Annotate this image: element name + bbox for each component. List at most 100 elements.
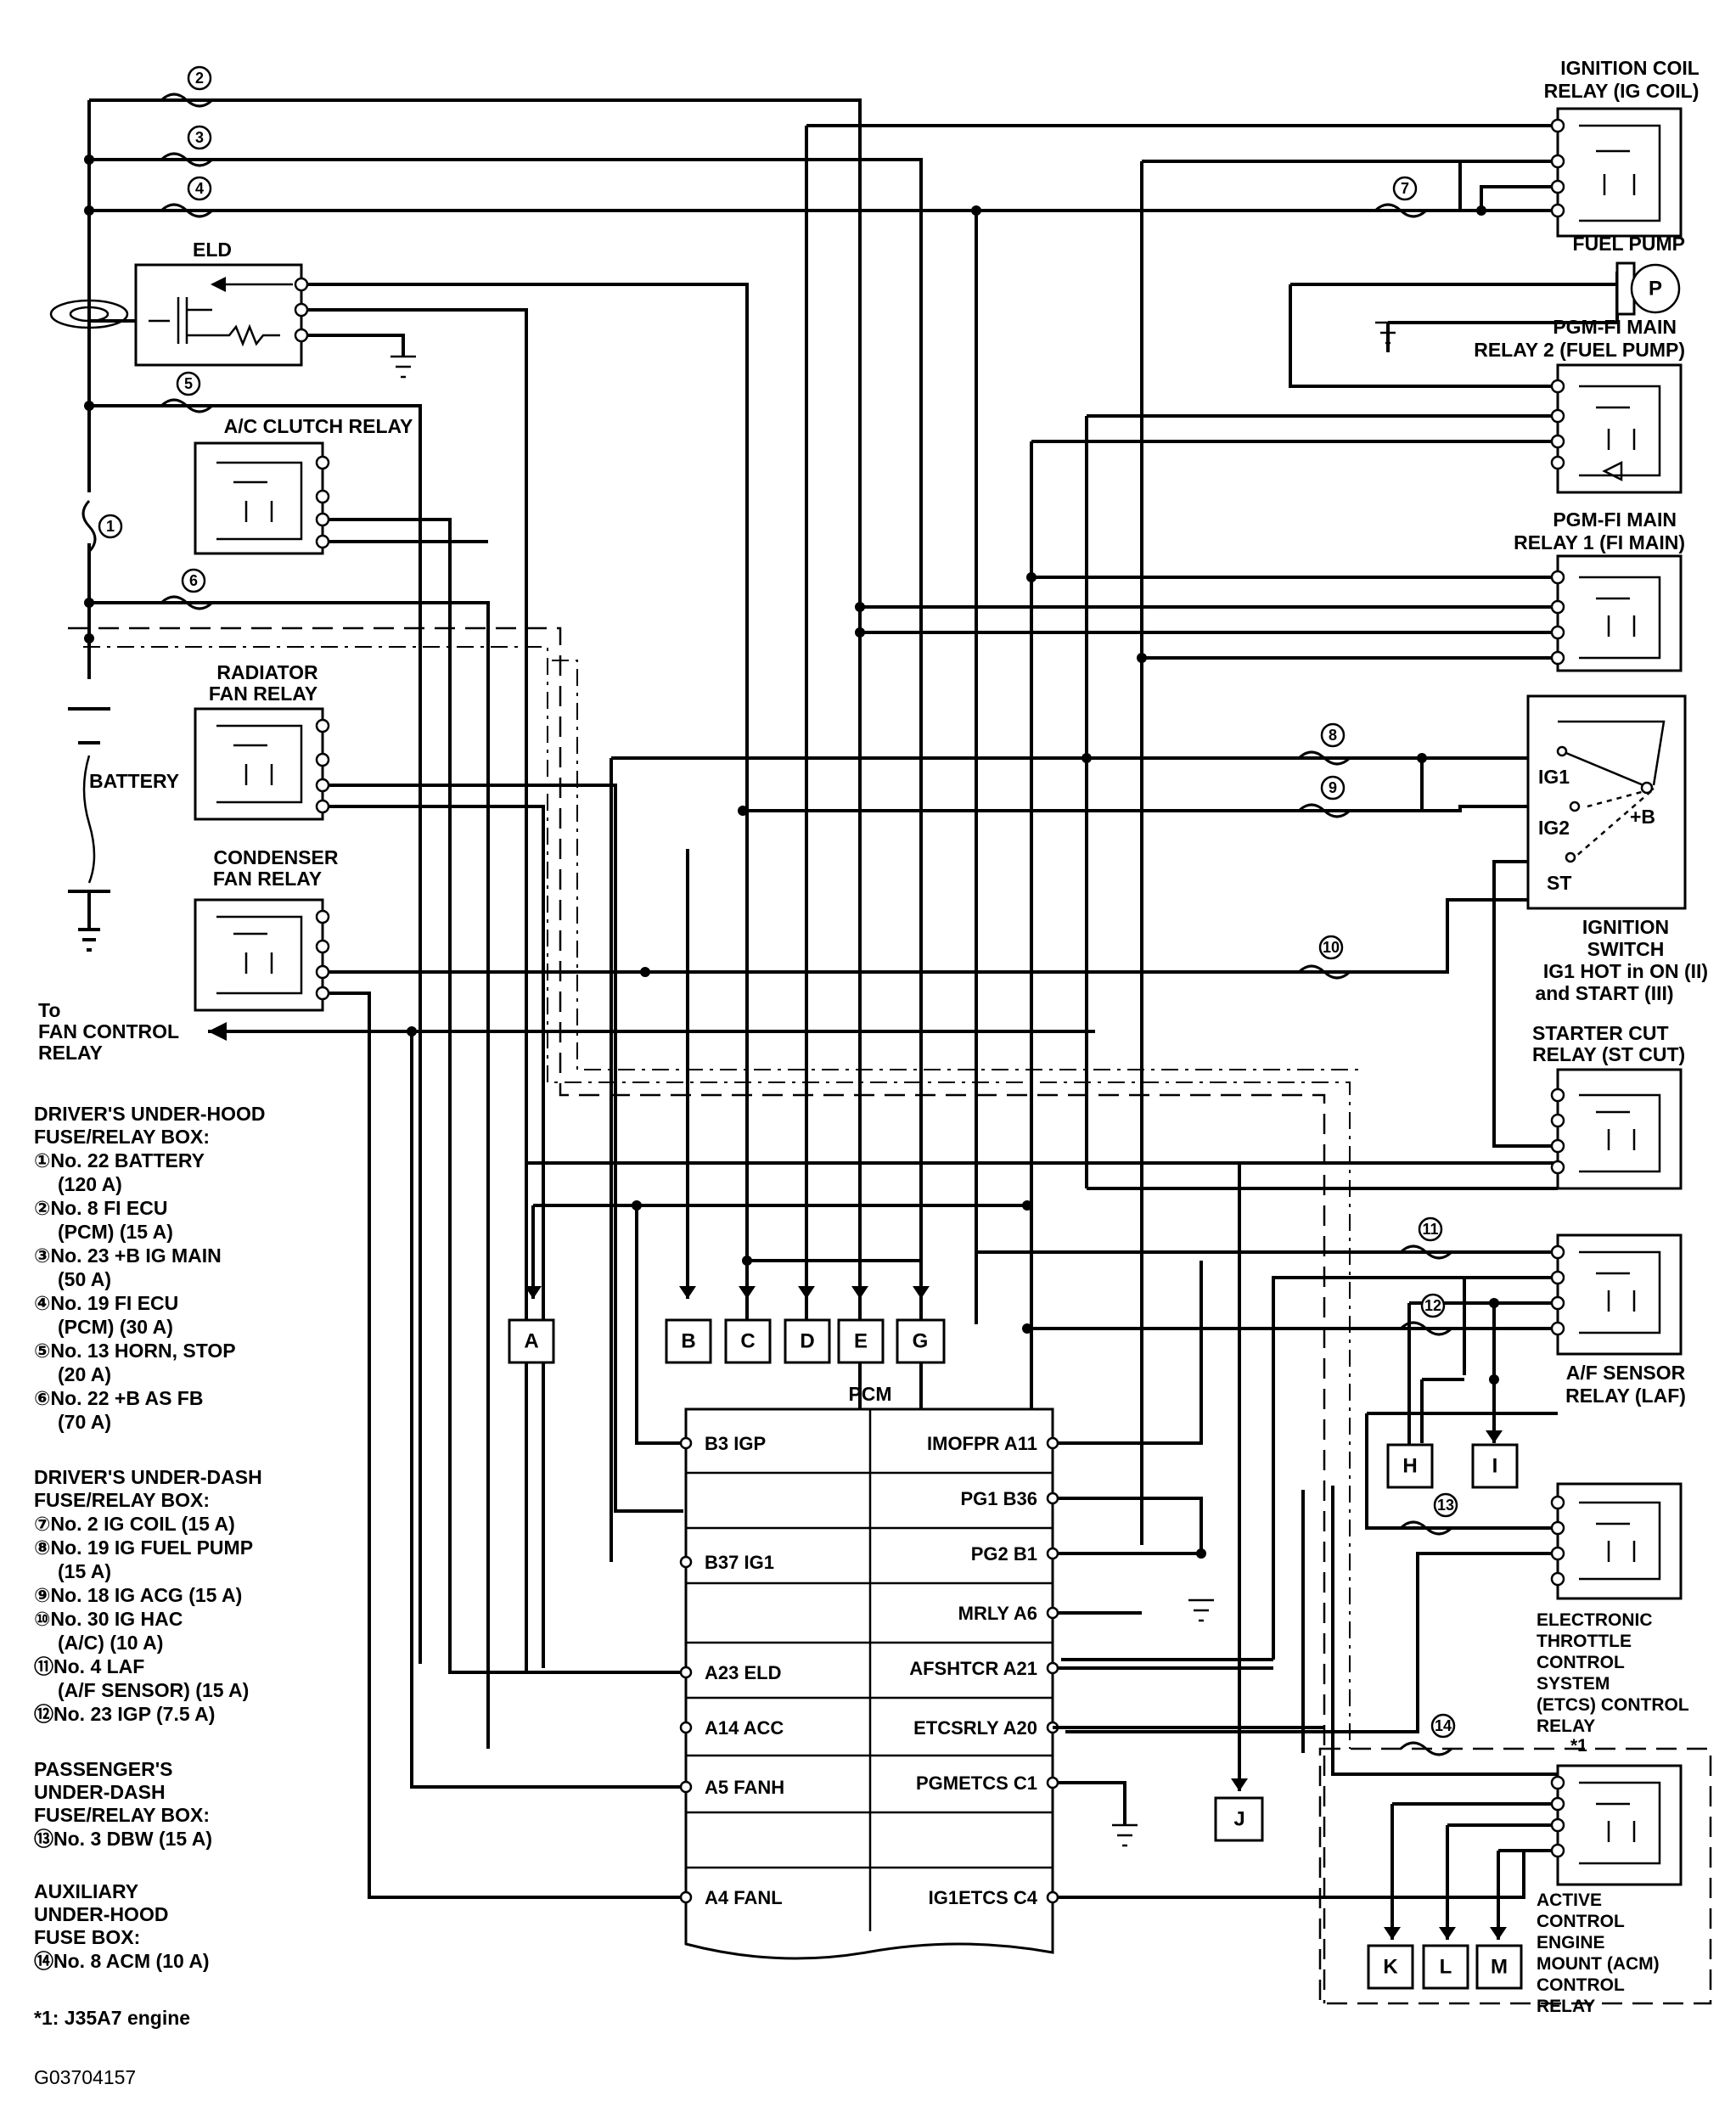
svg-text:CONTROL: CONTROL — [1537, 1653, 1625, 1672]
svg-text:⑭No. 8 ACM (10 A): ⑭No. 8 ACM (10 A) — [34, 1950, 210, 1972]
svg-text:RADIATOR: RADIATOR — [216, 661, 318, 683]
svg-text:(15 A): (15 A) — [58, 1560, 111, 1582]
svg-text:RELAY: RELAY — [1537, 1997, 1595, 2016]
radiator-fan-relay: RADIATOR FAN RELAY — [194, 661, 330, 821]
svg-text:B37 IG1: B37 IG1 — [705, 1552, 774, 1573]
svg-text:FAN RELAY: FAN RELAY — [209, 683, 317, 705]
pcm-title: PCM — [848, 1383, 891, 1405]
svg-text:*1: *1 — [1570, 1736, 1587, 1756]
svg-text:DRIVER'S UNDER-HOOD: DRIVER'S UNDER-HOOD — [34, 1103, 266, 1125]
svg-text:ETCSRLY A20: ETCSRLY A20 — [913, 1717, 1037, 1739]
svg-text:ST: ST — [1547, 872, 1571, 894]
svg-text:A14 ACC: A14 ACC — [705, 1717, 784, 1739]
connector-a: A — [508, 1286, 555, 1364]
svg-text:(PCM) (15 A): (PCM) (15 A) — [58, 1221, 173, 1243]
svg-text:A: A — [524, 1330, 538, 1353]
svg-text:BATTERY: BATTERY — [89, 770, 179, 792]
connector-k: K — [1367, 1927, 1414, 1990]
svg-text:⑥No. 22 +B AS FB: ⑥No. 22 +B AS FB — [34, 1387, 203, 1409]
svg-text:(120 A): (120 A) — [58, 1173, 122, 1195]
pcm-left-pins: B3 IGP B37 IG1 A23 ELD A14 ACC A5 FANH A… — [679, 1433, 784, 1908]
svg-text:(A/C) (10 A): (A/C) (10 A) — [58, 1632, 163, 1654]
legend-driver-under-dash: DRIVER'S UNDER-DASH FUSE/RELAY BOX: ⑦No.… — [34, 1466, 262, 1725]
svg-text:IGNITION COIL: IGNITION COIL — [1560, 57, 1699, 79]
svg-text:ELECTRONIC: ELECTRONIC — [1537, 1610, 1653, 1630]
svg-text:PG2 B1: PG2 B1 — [971, 1543, 1037, 1565]
etcs-control-relay: ELECTRONIC THROTTLE CONTROL SYSTEM (ETCS… — [1537, 1482, 1689, 1756]
svg-text:RELAY (LAF): RELAY (LAF) — [1565, 1385, 1686, 1407]
ac-clutch-relay: A/C CLUTCH RELAY — [194, 415, 413, 555]
svg-text:D: D — [800, 1330, 814, 1353]
svg-text:UNDER-HOOD: UNDER-HOOD — [34, 1903, 168, 1925]
svg-text:IGNITION: IGNITION — [1582, 916, 1669, 938]
connector-i: I — [1471, 1430, 1519, 1489]
fuses: 2 3 4 5 6 1 7 8 9 10 11 12 13 14 — [81, 65, 1458, 1756]
svg-text:M: M — [1491, 1956, 1508, 1979]
svg-text:CONTROL: CONTROL — [1537, 1912, 1625, 1931]
svg-text:②No. 8 FI ECU: ②No. 8 FI ECU — [34, 1197, 168, 1219]
svg-text:①No. 22 BATTERY: ①No. 22 BATTERY — [34, 1149, 205, 1171]
fuse-8: 8 — [1297, 722, 1351, 766]
svg-text:5: 5 — [184, 375, 193, 392]
svg-text:⑬No. 3 DBW (15 A): ⑬No. 3 DBW (15 A) — [34, 1828, 212, 1850]
fuse-1: 1 — [81, 499, 123, 553]
svg-text:IG1: IG1 — [1538, 766, 1570, 788]
fuel-pump-motor-icon: P — [1649, 278, 1662, 301]
svg-text:I: I — [1492, 1455, 1498, 1478]
svg-text:SYSTEM: SYSTEM — [1537, 1674, 1610, 1694]
svg-text:PASSENGER'S: PASSENGER'S — [34, 1758, 173, 1780]
svg-text:A/F SENSOR: A/F SENSOR — [1566, 1362, 1686, 1384]
connector-e: E — [837, 1286, 885, 1364]
connector-m: M — [1475, 1927, 1523, 1990]
svg-text:⑨No. 18 IG ACG (15 A): ⑨No. 18 IG ACG (15 A) — [34, 1584, 242, 1606]
svg-text:PG1 B36: PG1 B36 — [961, 1488, 1038, 1509]
svg-text:STARTER CUT: STARTER CUT — [1532, 1022, 1669, 1044]
fan-control-relay-ref: To FAN CONTROL RELAY — [38, 999, 412, 1064]
svg-text:13: 13 — [1437, 1497, 1454, 1514]
legend-driver-under-hood: DRIVER'S UNDER-HOOD FUSE/RELAY BOX: ①No.… — [34, 1103, 266, 1433]
svg-text:4: 4 — [195, 180, 204, 197]
connector-c: C — [724, 1286, 772, 1364]
svg-text:FUEL PUMP: FUEL PUMP — [1573, 233, 1685, 255]
fuel-pump: P FUEL PUMP — [1375, 233, 1685, 345]
engine-note: *1: J35A7 engine — [34, 2007, 190, 2029]
af-sensor-relay: A/F SENSOR RELAY (LAF) — [1550, 1233, 1686, 1407]
svg-text:6: 6 — [189, 572, 198, 589]
ignition-switch[interactable]: IG1 IG2 ST +B IGNITION SWITCH IG1 HOT in… — [1526, 694, 1708, 1004]
condenser-fan-relay: CONDENSER FAN RELAY — [194, 846, 339, 1012]
pgm-fi-relay-2: PGM-FI MAIN RELAY 2 (FUEL PUMP) — [1474, 316, 1685, 494]
svg-text:+B: +B — [1630, 806, 1655, 828]
svg-text:B: B — [681, 1330, 695, 1353]
fuse-12: 12 — [1399, 1293, 1453, 1336]
fuse-3: 3 — [160, 125, 214, 167]
svg-text:IG1ETCS C4: IG1ETCS C4 — [929, 1887, 1038, 1908]
svg-text:1: 1 — [106, 518, 115, 535]
legend-auxiliary-under-hood: AUXILIARY UNDER-HOOD FUSE BOX: ⑭No. 8 AC… — [34, 1880, 210, 1972]
svg-text:K: K — [1383, 1956, 1398, 1979]
fuse-10: 10 — [1297, 935, 1351, 980]
legend-passenger-under-dash: PASSENGER'S UNDER-DASH FUSE/RELAY BOX: ⑬… — [34, 1758, 212, 1850]
svg-text:J: J — [1233, 1808, 1244, 1831]
connector-j: J — [1214, 1778, 1264, 1842]
svg-text:FUSE BOX:: FUSE BOX: — [34, 1926, 140, 1948]
svg-text:⑧No. 19 IG FUEL PUMP: ⑧No. 19 IG FUEL PUMP — [34, 1537, 253, 1559]
svg-text:CONDENSER: CONDENSER — [214, 846, 339, 868]
svg-text:(20 A): (20 A) — [58, 1363, 111, 1385]
svg-text:B3 IGP: B3 IGP — [705, 1433, 766, 1454]
svg-text:FUSE/RELAY BOX:: FUSE/RELAY BOX: — [34, 1126, 210, 1148]
starter-cut-relay: STARTER CUT RELAY (ST CUT) — [1532, 1022, 1685, 1190]
fuse-4: 4 — [160, 176, 214, 218]
connector-d: D — [784, 1286, 831, 1364]
svg-text:A5 FANH: A5 FANH — [705, 1777, 784, 1798]
svg-text:THROTTLE: THROTTLE — [1537, 1632, 1632, 1651]
svg-text:IG2: IG2 — [1538, 817, 1570, 839]
svg-text:AFSHTCR A21: AFSHTCR A21 — [909, 1658, 1037, 1679]
svg-text:ACTIVE: ACTIVE — [1537, 1890, 1602, 1910]
svg-text:(ETCS) CONTROL: (ETCS) CONTROL — [1537, 1695, 1689, 1715]
svg-text:G: G — [913, 1330, 929, 1353]
svg-text:L: L — [1440, 1956, 1452, 1979]
svg-text:⑫No. 23 IGP (7.5 A): ⑫No. 23 IGP (7.5 A) — [34, 1703, 215, 1725]
svg-text:MRLY A6: MRLY A6 — [958, 1603, 1037, 1624]
figure-id: G03704157 — [34, 2066, 136, 2088]
